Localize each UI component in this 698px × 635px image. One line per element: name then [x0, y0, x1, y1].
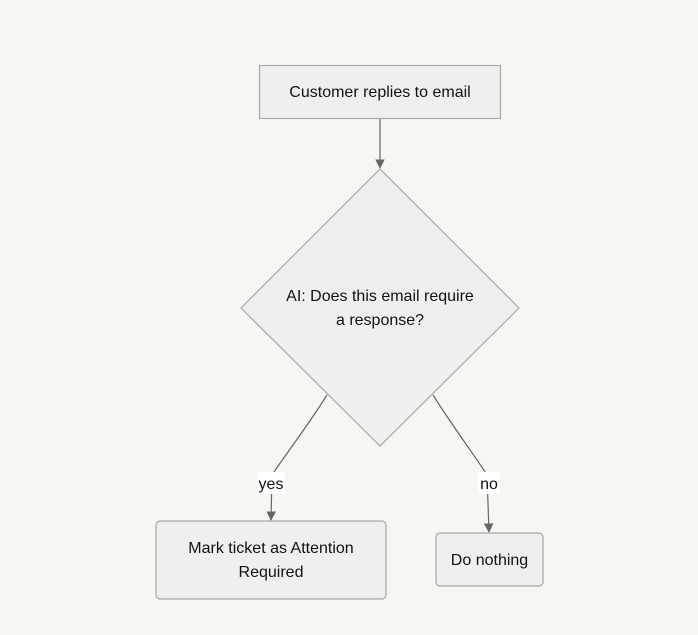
edge-decision-to-yes [266, 394, 328, 521]
node-decision-label-line-1: AI: Does this email require [286, 288, 474, 305]
node-start-label: Customer replies to email [289, 84, 470, 101]
node-decision-label-line-2: a response? [336, 312, 424, 329]
edge-decision-to-no [432, 394, 494, 533]
node-yes-action[interactable]: Mark ticket as Attention Required [155, 520, 387, 600]
node-no-action-label: Do nothing [451, 552, 528, 569]
node-no-action[interactable]: Do nothing [435, 532, 544, 587]
edge-label-no: no [478, 472, 500, 494]
node-yes-action-label-line-1: Mark ticket as Attention [188, 540, 353, 557]
node-yes-action-label-line-2: Required [239, 564, 304, 581]
edge-label-no-text: no [480, 476, 498, 493]
node-start[interactable]: Customer replies to email [258, 64, 502, 120]
node-decision[interactable]: AI: Does this email require a response? [240, 168, 520, 447]
edge-label-yes: yes [257, 472, 285, 494]
edge-label-yes-text: yes [259, 476, 284, 493]
